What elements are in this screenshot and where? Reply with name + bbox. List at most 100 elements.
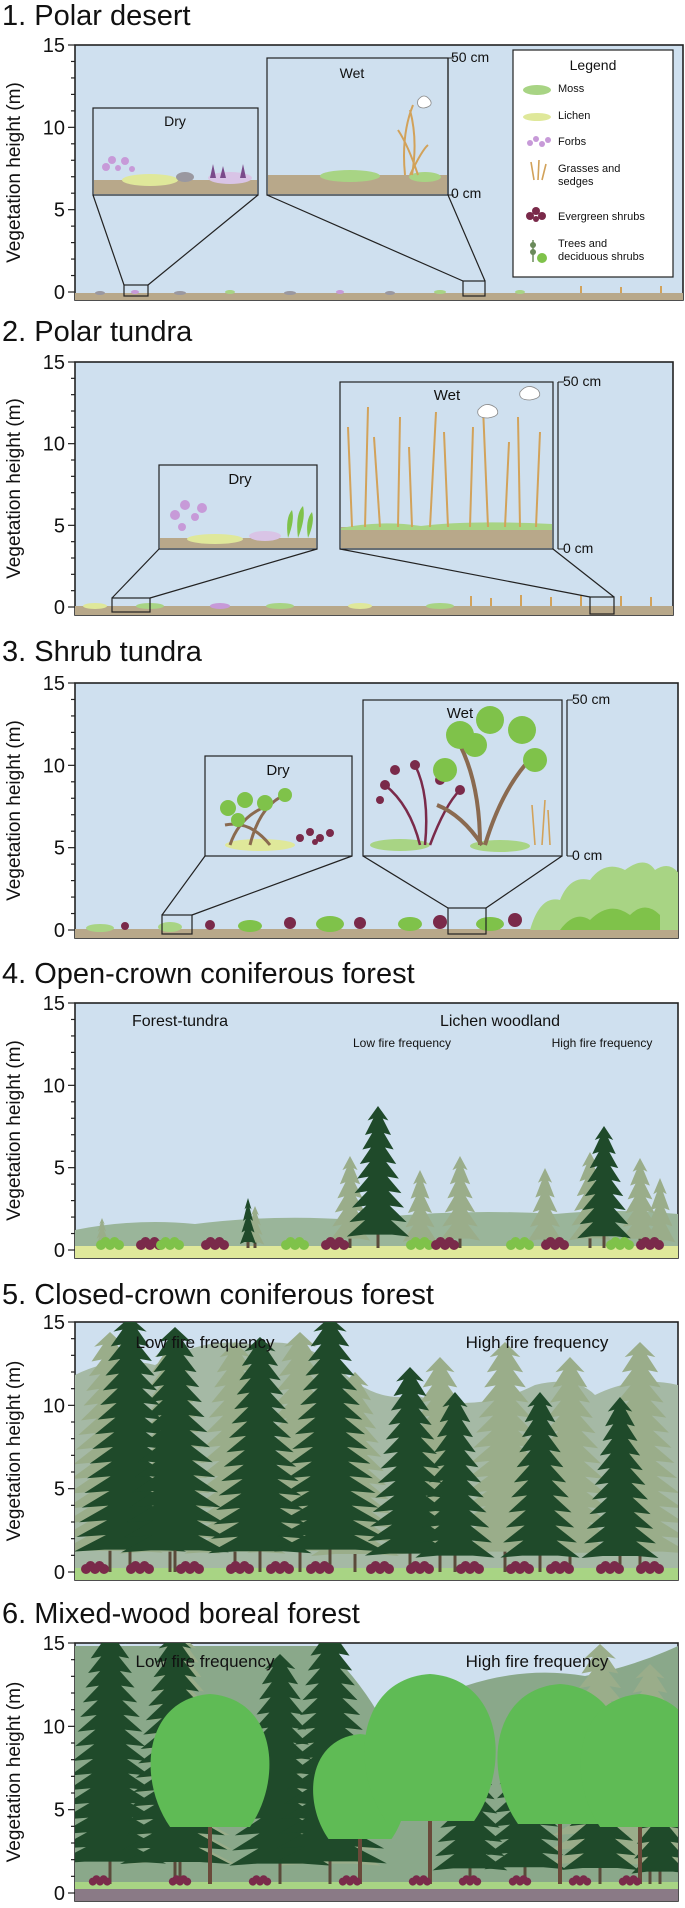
wet-label-1: Wet bbox=[340, 65, 365, 81]
legend-item-forbs: Forbs bbox=[558, 136, 587, 148]
legend-item-lichen: Lichen bbox=[558, 110, 590, 122]
conifer-tree bbox=[500, 1392, 580, 1558]
ground-shrubs bbox=[86, 913, 522, 932]
conifer-tree bbox=[439, 1156, 481, 1241]
scale-bottom-3: 0 cm bbox=[572, 847, 602, 863]
panel-1-title: 1. Polar desert bbox=[2, 0, 191, 32]
axis-tick-label: 0 bbox=[54, 1562, 65, 1584]
evergreen-shrub bbox=[244, 1564, 254, 1574]
evergreen-shrub bbox=[219, 1240, 229, 1250]
deciduous-tree bbox=[150, 1694, 270, 1827]
dry-label-3: Dry bbox=[266, 762, 290, 779]
scale-top-2: 50 cm bbox=[563, 373, 601, 389]
ground-strip bbox=[75, 293, 683, 300]
axis-tick-label: 10 bbox=[43, 117, 65, 139]
axis-tick-label: 10 bbox=[43, 1716, 65, 1738]
axis-tick-label: 15 bbox=[43, 35, 65, 57]
low-fire-label-4: Low fire frequency bbox=[353, 1036, 451, 1050]
legend-grasses-line-2: sedges bbox=[558, 176, 594, 188]
evergreen-shrub bbox=[103, 1877, 112, 1886]
wet-label-2: Wet bbox=[434, 387, 461, 404]
panel-open-crown-forest: 4. Open-crown coniferous forest 051015Ve… bbox=[2, 958, 679, 1262]
evergreen-shrub bbox=[299, 1240, 309, 1250]
legend-trees-line-2: deciduous shrubs bbox=[558, 251, 645, 263]
panel-2-title: 2. Polar tundra bbox=[2, 316, 193, 348]
forbs-icon bbox=[170, 500, 207, 531]
axis-tick-label: 15 bbox=[43, 1312, 65, 1334]
mixed-forest-scene bbox=[75, 1643, 678, 1901]
dry-inset-1: Dry bbox=[92, 107, 259, 196]
panel-mixed-wood-forest: 6. Mixed-wood boreal forest 051015Vegeta… bbox=[2, 1598, 679, 1905]
evergreen-shrub bbox=[654, 1564, 664, 1574]
dry-inset-3: Dry bbox=[204, 755, 353, 857]
conifer-tree bbox=[527, 1168, 563, 1242]
evergreen-shrub bbox=[614, 1564, 624, 1574]
conifer-tree bbox=[245, 1206, 265, 1245]
evergreen-shrub bbox=[633, 1877, 642, 1886]
axis-tick-label: 15 bbox=[43, 352, 65, 374]
zoom-lines bbox=[111, 548, 615, 615]
axis-tick-label: 5 bbox=[54, 515, 65, 537]
axis-tick-label: 0 bbox=[54, 282, 65, 304]
evergreen-shrub bbox=[583, 1877, 592, 1886]
panel-4-title: 4. Open-crown coniferous forest bbox=[2, 958, 415, 990]
axis-label: Vegetation height (m) bbox=[4, 398, 25, 579]
scale-bottom-1: 0 cm bbox=[451, 185, 481, 201]
wet-label-3: Wet bbox=[447, 705, 474, 722]
zoom-lines bbox=[92, 194, 486, 297]
evergreen-shrub bbox=[263, 1877, 272, 1886]
closed-forest-scene bbox=[75, 1322, 678, 1580]
lichen-icon bbox=[523, 113, 551, 121]
deciduous-tree bbox=[364, 1674, 496, 1821]
zoom-lines bbox=[161, 855, 563, 935]
ground-stones bbox=[95, 286, 662, 295]
legend-grasses-line-1: Grasses and bbox=[558, 163, 620, 175]
panel-closed-crown-forest: 5. Closed-crown coniferous forest 051015… bbox=[2, 1279, 679, 1584]
axis-tick-label: 0 bbox=[54, 920, 65, 942]
evergreen-shrub bbox=[174, 1240, 184, 1250]
wet-inset-2: Wet 50 cm 0 cm bbox=[339, 373, 601, 556]
evergreen-shrub bbox=[474, 1564, 484, 1574]
scale-top-3: 50 cm bbox=[572, 691, 610, 707]
evergreen-shrub bbox=[284, 1564, 294, 1574]
conifer-tree bbox=[581, 1397, 659, 1558]
evergreen-shrub bbox=[194, 1564, 204, 1574]
grass-icon bbox=[347, 406, 541, 528]
axis-tick-label: 5 bbox=[54, 1479, 65, 1501]
grass-icon bbox=[531, 799, 551, 846]
axis-tick-label: 10 bbox=[43, 755, 65, 777]
axis-tick-label: 15 bbox=[43, 993, 65, 1015]
tree-icon bbox=[530, 240, 547, 263]
axis-tick-label: 15 bbox=[43, 1633, 65, 1655]
low-fire-label-5: Low fire frequency bbox=[136, 1333, 275, 1352]
forest-tundra-label: Forest-tundra bbox=[132, 1013, 228, 1030]
axis-label: Vegetation height (m) bbox=[4, 1040, 25, 1221]
wet-inset-3: Wet 50 cm 0 cm bbox=[362, 691, 610, 863]
axis-tick-label: 10 bbox=[43, 1395, 65, 1417]
conifer-tree bbox=[644, 1178, 676, 1243]
axis-tick-label: 0 bbox=[54, 597, 65, 619]
legend-item-moss: Moss bbox=[558, 83, 585, 95]
axis-tick-label: 15 bbox=[43, 673, 65, 695]
forbs-icon bbox=[527, 136, 551, 147]
low-fire-label-6: Low fire frequency bbox=[136, 1652, 275, 1671]
evergreen-shrub bbox=[424, 1564, 434, 1574]
evergreen-shrub bbox=[624, 1240, 634, 1250]
dry-label-2: Dry bbox=[228, 471, 252, 488]
evergreen-shrub bbox=[564, 1564, 574, 1574]
moss-icon bbox=[523, 85, 551, 95]
evergreen-shrub bbox=[473, 1877, 482, 1886]
grass-icon bbox=[530, 159, 547, 181]
axis-tick-label: 5 bbox=[54, 200, 65, 222]
evergreen-shrub bbox=[424, 1240, 434, 1250]
axis-tick-label: 5 bbox=[54, 1800, 65, 1822]
evergreen-shrub bbox=[524, 1240, 534, 1250]
